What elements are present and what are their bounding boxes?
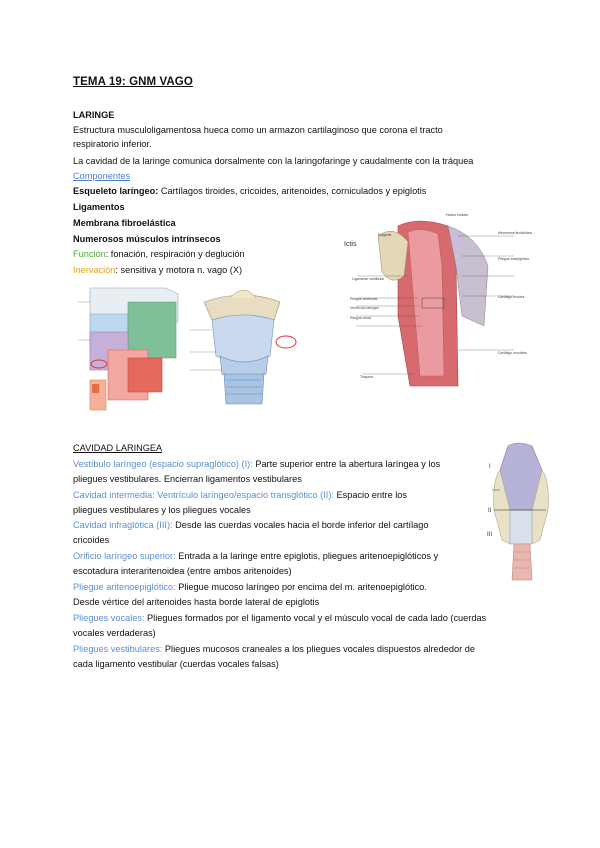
cavidad-item-3-label: Orificio laríngeo superior: xyxy=(73,551,176,561)
esqueleto-label: Esqueleto laríngeo: xyxy=(73,186,159,196)
cavidad-item-5-line-1: Pliegues vocales: Pliegues formados por … xyxy=(73,611,486,625)
cavidad-item-0-line-1: Vestíbulo laríngeo (espacio supraglótico… xyxy=(73,457,440,471)
esqueleto-text: Cartílagos tiroides, cricoides, aritenoi… xyxy=(158,186,427,196)
label-cartilago-cricoides: Cartílago cricoides xyxy=(498,351,527,355)
cavidad-item-1-label: Cavidad intermedia: Ventrículo laríngeo/… xyxy=(73,490,334,500)
funcion-line: Función: fonación, respiración y degluci… xyxy=(73,247,245,261)
larynx-cavity-coronal: I II III xyxy=(480,440,560,586)
label-epiglotis: Epiglotis xyxy=(378,233,391,237)
cartilage-block-diagram xyxy=(78,280,188,420)
cavidad-item-4-label: Pliegue aritenoepiglótico: xyxy=(73,582,176,592)
label-cartilago-tiroides: Cartílago tiroides xyxy=(498,295,525,299)
inervacion-text: : sensitiva y motora n. vago (X) xyxy=(115,265,243,275)
mark-ii: II xyxy=(488,508,492,514)
componentes-link[interactable]: Componentes xyxy=(73,171,131,181)
ligamentos-item: Ligamentos xyxy=(73,202,125,212)
page-title: TEMA 19: GNM VAGO xyxy=(73,76,193,88)
cavidad-item-6-line-1: Pliegues vestibulares: Pliegues mucosos … xyxy=(73,642,475,656)
cavidad-item-0-label: Vestíbulo laríngeo (espacio supraglótico… xyxy=(73,459,253,469)
cavidad-item-1-line-2: pliegues vestibulares y los pliegues voc… xyxy=(73,505,251,515)
label-traquea: Tráquea xyxy=(360,375,373,379)
cavidad-item-3-line-1: Orificio laríngeo superior: Entrada a la… xyxy=(73,549,438,563)
cavidad-item-4-text: Pliegue mucoso laríngeo por encima del m… xyxy=(175,582,427,592)
larynx-cartilage-illustration xyxy=(190,280,300,410)
funcion-label: Función xyxy=(73,249,106,259)
label-pliegue-ariepiglotico: Pliegue ariepiglótico xyxy=(498,257,529,261)
label-pliegue-vocal: Pliegue vocal xyxy=(350,316,371,320)
label-ventriculo-laringeo: Ventrículo laríngeo xyxy=(350,306,379,310)
label-hueso-hioides: Hueso hioides xyxy=(446,213,468,217)
esqueleto-line: Esqueleto laríngeo: Cartílagos tiroides,… xyxy=(73,184,426,198)
membrana-item: Membrana fibroelástica xyxy=(73,218,176,228)
inervacion-label: Inervación xyxy=(73,265,116,275)
cavidad-item-3-line-2: escotadura interaritenoidea (entre ambos… xyxy=(73,566,292,576)
laringe-desc-line-1: Estructura musculoligamentosa hueca como… xyxy=(73,125,443,135)
cavidad-item-3-text: Entrada a la laringe entre epiglotis, pl… xyxy=(175,551,439,561)
mark-iii: III xyxy=(487,532,492,538)
larynx-sagittal-section: Ictis Hueso hioides Epiglo xyxy=(338,206,534,396)
musculos-item: Numerosos músculos intrínsecos xyxy=(73,234,221,244)
label-membrana-tirohioidea: Membrana tirohioidea xyxy=(498,231,532,235)
funcion-text: : fonación, respiración y deglución xyxy=(105,249,245,259)
cavidad-heading: CAVIDAD LARINGEA xyxy=(73,443,163,453)
cavidad-item-6-text: Pliegues mucosos craneales a los pliegue… xyxy=(162,644,475,654)
cavidad-item-6-line-2: cada ligamento vestibular (cuerdas vocal… xyxy=(73,659,279,669)
inervacion-line: Inervación: sensitiva y motora n. vago (… xyxy=(73,263,242,277)
label-ligamento-vestibular: Ligamento vestibular xyxy=(352,277,385,281)
cavidad-item-4-line-1: Pliegue aritenoepiglótico: Pliegue mucos… xyxy=(73,580,427,594)
cavidad-item-2-line-1: Cavidad infraglótica (III): Desde las cu… xyxy=(73,518,428,532)
cavidad-item-2-label: Cavidad infraglótica (III): xyxy=(73,520,173,530)
laringe-desc-line-3: La cavidad de la laringe comunica dorsal… xyxy=(73,156,474,166)
cavidad-item-0-text: Parte superior entre la abertura larínge… xyxy=(252,459,441,469)
cavidad-item-1-line-1: Cavidad intermedia: Ventrículo laríngeo/… xyxy=(73,488,407,502)
laringe-heading: LARINGE xyxy=(73,110,115,120)
cavidad-item-5-line-2: vocales verdaderas) xyxy=(73,628,156,638)
cavidad-item-0-line-2: pliegues vestibulares. Encierran ligamen… xyxy=(73,474,302,484)
cavidad-item-4-line-2: Desde vértice del aritenoides hasta bord… xyxy=(73,597,320,607)
label-pliegue-vestibular: Pliegue vestibular xyxy=(350,297,378,301)
cavidad-item-2-line-2: cricoides xyxy=(73,535,110,545)
cavidad-item-5-text: Pliegues formados por el ligamento vocal… xyxy=(144,613,487,623)
cavidad-item-2-text: Desde las cuerdas vocales hacia el borde… xyxy=(172,520,429,530)
cavidad-item-1-text: Espacio entre los xyxy=(333,490,407,500)
cavidad-item-5-label: Pliegues vocales: xyxy=(73,613,145,623)
figure-title-text: Ictis xyxy=(344,241,357,248)
mark-i: I xyxy=(489,464,491,470)
laringe-desc-line-2: respiratorio inferior. xyxy=(73,139,152,149)
cavidad-item-6-label: Pliegues vestibulares: xyxy=(73,644,163,654)
